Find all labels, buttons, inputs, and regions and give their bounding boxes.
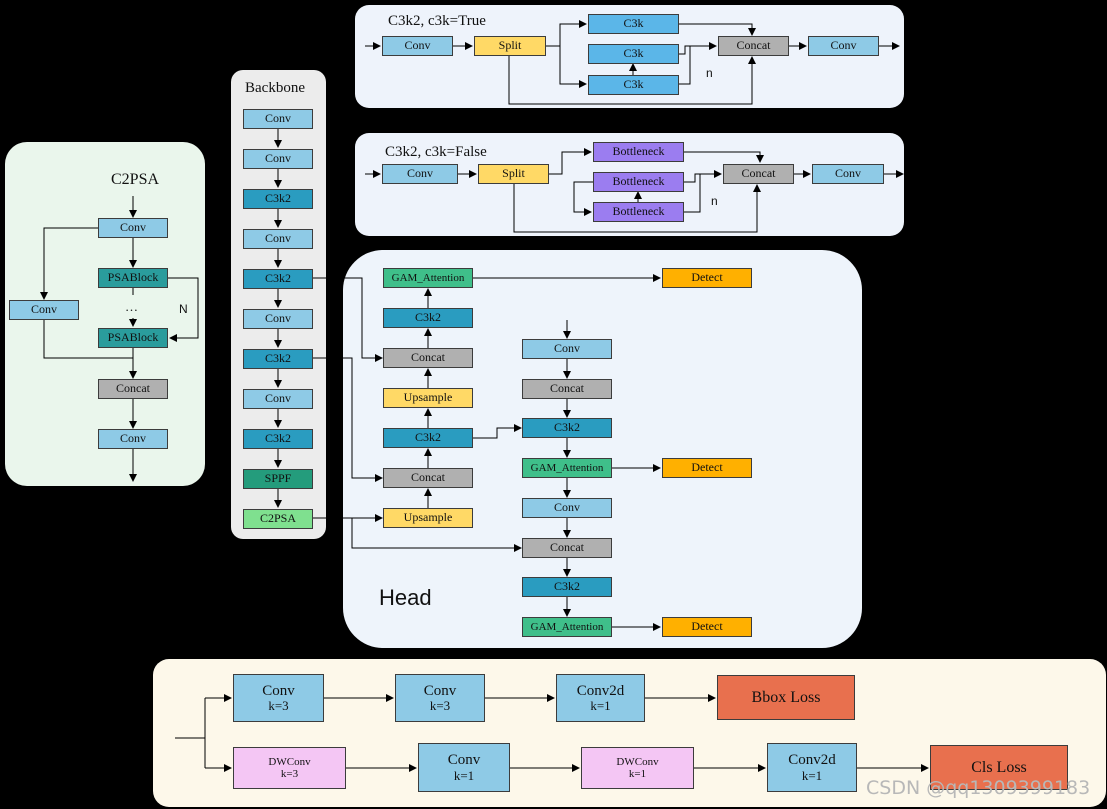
head-conv-r1: Conv	[522, 339, 612, 359]
c3k2-false-conv: Conv	[382, 164, 458, 184]
c3k2-true-conv: Conv	[382, 36, 453, 56]
detect-head-conv2d-1: Conv2d k=1	[556, 674, 645, 722]
head-c3k2-r2: C3k2	[522, 577, 612, 597]
backbone-layer-sppf: SPPF	[243, 469, 313, 489]
head-gam-attention-2: GAM_Attention	[522, 458, 612, 478]
backbone-layer-conv-4: Conv	[243, 309, 313, 329]
c3k2-false-split: Split	[478, 164, 549, 184]
c2psa-conv-in: Conv	[98, 218, 168, 238]
head-c3k2-1: C3k2	[383, 308, 473, 328]
head-conv-r2: Conv	[522, 498, 612, 518]
backbone-layer-conv-2: Conv	[243, 149, 313, 169]
c3k2-true-title: C3k2, c3k=True	[388, 13, 486, 29]
c2psa-concat: Concat	[98, 379, 168, 399]
detect-head-conv-3-k: k=1	[453, 767, 475, 783]
head-upsample-1: Upsample	[383, 388, 473, 408]
watermark-text: CSDN @qq1309399183	[866, 777, 1091, 799]
backbone-title: Backbone	[245, 80, 305, 96]
backbone-layer-c3k2-2: C3k2	[243, 269, 313, 289]
detect-head-conv2d-1-k: k=1	[590, 698, 611, 714]
detect-head-conv-1-k: k=3	[268, 698, 289, 714]
backbone-layer-c3k2-3: C3k2	[243, 349, 313, 369]
head-gam-attention-3: GAM_Attention	[522, 617, 612, 637]
c3k2-true-split: Split	[474, 36, 546, 56]
detect-head-conv-2-label: Conv	[423, 682, 457, 699]
head-concat-2: Concat	[383, 468, 473, 488]
c3k-block-a: C3k	[588, 14, 679, 34]
psablock-ellipsis: …	[125, 299, 138, 314]
bottleneck-block-c: Bottleneck	[593, 202, 684, 222]
head-c3k2-2: C3k2	[383, 428, 473, 448]
detect-head-conv-2: Conv k=3	[395, 674, 485, 722]
bottleneck-block-a: Bottleneck	[593, 142, 684, 162]
detect-head-dwconv-1: DWConv k=3	[233, 747, 346, 789]
backbone-layer-conv-3: Conv	[243, 229, 313, 249]
c2psa-n-label: N	[179, 302, 188, 316]
detect-head-conv2d-2-k: k=1	[801, 767, 823, 783]
c3k2-true-concat: Concat	[718, 36, 789, 56]
detect-head-conv2d-2-label: Conv2d	[788, 752, 836, 769]
detect-output-2: Detect	[662, 458, 752, 478]
c3k2-false-title: C3k2, c3k=False	[385, 144, 487, 160]
c3k2-false-conv-out: Conv	[812, 164, 884, 184]
c2psa-conv-out: Conv	[98, 429, 168, 449]
c3k2-false-concat: Concat	[723, 164, 794, 184]
head-c3k2-r1: C3k2	[522, 418, 612, 438]
bbox-loss: Bbox Loss	[717, 675, 855, 720]
head-upsample-2: Upsample	[383, 508, 473, 528]
head-gam-attention-1: GAM_Attention	[383, 268, 473, 288]
c2psa-conv-side: Conv	[9, 300, 79, 320]
psablock-2: PSABlock	[98, 328, 168, 348]
detect-head-dwconv-2-label: DWConv	[616, 755, 659, 768]
detect-head-conv2d-1-label: Conv2d	[576, 682, 625, 699]
c3k2-true-conv-out: Conv	[808, 36, 879, 56]
detect-output-3: Detect	[662, 617, 752, 637]
backbone-layer-conv-5: Conv	[243, 389, 313, 409]
backbone-layer-c2psa: C2PSA	[243, 509, 313, 529]
head-concat-r1: Concat	[522, 379, 612, 399]
head-concat-r2: Concat	[522, 538, 612, 558]
detect-head-conv-2-k: k=3	[429, 698, 451, 714]
backbone-layer-c3k2-4: C3k2	[243, 429, 313, 449]
detect-head-conv-1-label: Conv	[262, 682, 295, 699]
c3k2-false-n-label: n	[711, 194, 718, 208]
backbone-layer-conv-1: Conv	[243, 109, 313, 129]
bottleneck-block-b: Bottleneck	[593, 172, 684, 192]
c3k2-true-n-label: n	[706, 66, 713, 80]
head-title: Head	[379, 585, 432, 610]
detect-head-conv-1: Conv k=3	[233, 674, 324, 722]
cls-loss: Cls Loss	[930, 745, 1068, 790]
detect-head-conv-3: Conv k=1	[418, 743, 510, 792]
detect-head-conv2d-2: Conv2d k=1	[767, 743, 857, 792]
detect-head-dwconv-1-label: DWConv	[268, 755, 311, 768]
head-concat-1: Concat	[383, 348, 473, 368]
detect-head-dwconv-1-k: k=3	[280, 768, 299, 780]
c3k-block-b: C3k	[588, 44, 679, 64]
c2psa-title: C2PSA	[111, 171, 160, 188]
detect-output-1: Detect	[662, 268, 752, 288]
detect-head-dwconv-2-k: k=1	[628, 768, 647, 780]
detect-head-conv-3-label: Conv	[447, 752, 481, 769]
psablock-1: PSABlock	[98, 268, 168, 288]
backbone-layer-c3k2-1: C3k2	[243, 189, 313, 209]
c3k-block-c: C3k	[588, 75, 679, 95]
detect-head-dwconv-2: DWConv k=1	[581, 747, 694, 789]
